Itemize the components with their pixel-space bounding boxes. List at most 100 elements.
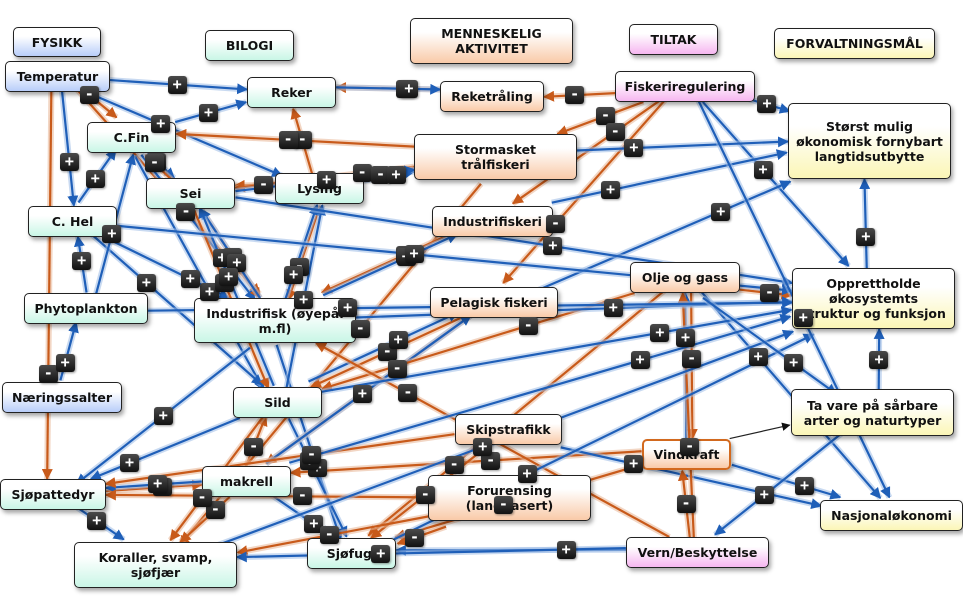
node-tavare[interactable]: Ta vare på sårbare arter og naturtyper	[791, 389, 954, 436]
minus-sign-badge: -	[405, 528, 425, 547]
plus-sign-badge: +	[304, 515, 324, 534]
edge-makrell-to-opprettholde[interactable]	[289, 314, 792, 464]
plus-sign-badge: +	[87, 511, 107, 530]
node-industrifiskeri[interactable]: Industrifiskeri	[432, 206, 553, 237]
edge-industrifisk-to-industrifiskeri[interactable]	[322, 233, 459, 297]
plus-sign-badge: +	[55, 354, 75, 373]
category-fysikk: FYSIKK	[13, 27, 101, 57]
node-storst[interactable]: Størst mulig økonomisk fornybart langtid…	[788, 103, 951, 179]
minus-sign-badge: -	[444, 455, 464, 474]
minus-sign-badge: -	[415, 486, 435, 505]
node-label: Phytoplankton	[34, 301, 138, 316]
node-label: Ta vare på sårbare arter og naturtyper	[803, 397, 942, 428]
edge-fiskeriregulering-to-opprettholde[interactable]	[700, 99, 850, 267]
plus-sign-badge: +	[856, 228, 876, 246]
edge-industrifiskeri-to-storst[interactable]	[551, 149, 788, 204]
edge-stormasket-to-storst[interactable]	[576, 136, 789, 152]
node-label: Industrifiskeri	[443, 214, 542, 229]
node-label: Opprettholde økosystemts struktur og fun…	[801, 276, 946, 321]
node-label: Reketråling	[451, 89, 533, 104]
plus-sign-badge: +	[543, 237, 563, 256]
minus-sign-badge: -	[192, 489, 212, 508]
edge-temperatur-to-sjopattedyr[interactable]	[41, 91, 53, 481]
plus-sign-badge: +	[624, 454, 644, 473]
edge-opprettholde-to-storst[interactable]	[859, 178, 871, 269]
node-sei[interactable]: Sei	[146, 178, 235, 209]
edge-temperatur-to-chel[interactable]	[60, 91, 79, 207]
plus-sign-badge: +	[473, 437, 493, 456]
minus-sign-badge: -	[481, 451, 501, 470]
node-label: Sjøpattedyr	[11, 487, 95, 502]
plus-sign-badge: +	[650, 323, 670, 342]
minus-sign-badge: -	[605, 122, 625, 141]
edge-tavare-to-vern[interactable]	[714, 432, 842, 536]
plus-sign-badge: +	[352, 385, 372, 403]
node-label: Reker	[271, 85, 312, 100]
plus-sign-badge: +	[199, 103, 219, 122]
minus-sign-badge: -	[759, 283, 779, 302]
plus-sign-badge: +	[72, 252, 92, 271]
node-label: Næringssalter	[11, 390, 113, 405]
minus-sign-badge: -	[244, 438, 264, 456]
plus-sign-badge: +	[600, 181, 620, 200]
category-forvaltningsmal: FORVALTNINGSMÅL	[774, 28, 935, 59]
node-label: Olje og gass	[641, 270, 729, 285]
category-tiltak: TILTAK	[629, 24, 718, 55]
plus-sign-badge: +	[399, 79, 419, 98]
plus-sign-badge: +	[757, 95, 777, 114]
minus-sign-badge: -	[38, 365, 58, 384]
node-chel[interactable]: C. Hel	[28, 206, 117, 237]
minus-sign-badge: -	[292, 487, 312, 506]
edge-oljegass-to-nasjonal[interactable]	[699, 290, 882, 499]
edge-sild-to-sjopattedyr[interactable]	[89, 416, 241, 481]
plus-sign-badge: +	[388, 331, 408, 350]
node-industrifisk[interactable]: Industrifisk (øyepål m.fl)	[194, 298, 356, 343]
node-label: Nasjonaløkonomi	[831, 508, 952, 523]
category-label: TILTAK	[650, 32, 697, 47]
plus-sign-badge: +	[603, 299, 623, 318]
plus-sign-badge: +	[151, 114, 171, 133]
plus-sign-badge: +	[136, 273, 156, 292]
node-skipstrafikk[interactable]: Skipstrafikk	[455, 414, 562, 445]
node-fiskeriregulering[interactable]: Fiskeriregulering	[615, 71, 755, 102]
node-oljegass[interactable]: Olje og gass	[630, 262, 740, 293]
plus-sign-badge: +	[869, 351, 889, 370]
minus-sign-badge: -	[518, 316, 538, 335]
node-stormasket[interactable]: Stormasket trålfiskeri	[414, 134, 577, 180]
plus-sign-badge: +	[284, 265, 304, 284]
node-reker[interactable]: Reker	[247, 77, 336, 108]
edge-vindkraft-to-tavare[interactable]	[729, 422, 791, 440]
plus-sign-badge: +	[294, 291, 314, 310]
plus-sign-badge: +	[793, 309, 813, 328]
node-vern[interactable]: Vern/Beskyttelse	[626, 537, 769, 568]
minus-sign-badge: -	[676, 495, 696, 514]
minus-sign-badge: -	[144, 154, 164, 173]
plus-sign-badge: +	[676, 329, 695, 348]
node-koraller[interactable]: Koraller, svamp, sjøfjær	[74, 542, 237, 588]
plus-sign-badge: +	[219, 268, 239, 287]
node-makrell[interactable]: makrell	[202, 466, 291, 497]
node-sjopattedyr[interactable]: Sjøpattedyr	[0, 479, 106, 510]
plus-sign-badge: +	[167, 75, 187, 94]
edge-sild-to-opprettholde[interactable]	[321, 306, 793, 393]
node-phytoplankton[interactable]: Phytoplankton	[24, 293, 148, 324]
plus-sign-badge: +	[59, 153, 79, 172]
plus-sign-badge: +	[556, 540, 576, 559]
plus-sign-badge: +	[386, 165, 406, 184]
edge-oljegass-to-tavare[interactable]	[702, 296, 838, 395]
node-nasjonal[interactable]: Nasjonaløkonomi	[820, 500, 963, 531]
edge-fiskeriregulering-to-pelagisk[interactable]	[502, 97, 668, 284]
node-sild[interactable]: Sild	[233, 387, 322, 418]
plus-sign-badge: +	[338, 299, 358, 318]
node-pelagisk[interactable]: Pelagisk fiskeri	[430, 287, 558, 318]
minus-sign-badge: -	[387, 359, 407, 378]
plus-sign-badge: +	[371, 544, 391, 563]
node-naeringssalter[interactable]: Næringssalter	[2, 382, 122, 413]
node-reketraling[interactable]: Reketråling	[440, 81, 544, 112]
edge-reker-to-reketraling[interactable]	[336, 83, 442, 95]
plus-sign-badge: +	[153, 406, 173, 425]
minus-sign-badge: -	[278, 130, 298, 149]
node-label: Koraller, svamp, sjøfjær	[98, 550, 213, 580]
plus-sign-badge: +	[180, 270, 200, 289]
node-opprettholde[interactable]: Opprettholde økosystemts struktur og fun…	[792, 268, 955, 329]
